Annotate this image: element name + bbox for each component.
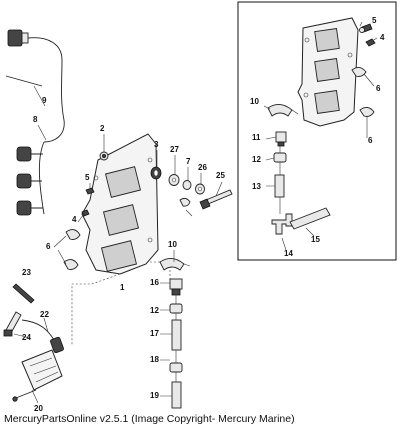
copyright-caption: MercuryPartsOnline v2.5.1 (Image Copyrig…	[4, 413, 295, 425]
clamp-6	[63, 229, 81, 270]
callout-6: 6	[46, 242, 51, 251]
washer-7	[182, 180, 192, 190]
fitting-16	[169, 278, 183, 296]
inset-callout-4: 4	[380, 33, 385, 42]
screw-23	[12, 283, 35, 304]
callout-10: 10	[168, 240, 177, 249]
callout-8: 8	[33, 115, 38, 124]
inset-callout-15: 15	[311, 235, 320, 244]
callout-1: 1	[120, 283, 125, 292]
fitting-19	[171, 381, 182, 409]
callout-25: 25	[216, 171, 225, 180]
spark-plug-24	[3, 311, 22, 337]
spacer-26	[195, 183, 205, 195]
inset-callout-14: 14	[284, 249, 293, 258]
callout-5: 5	[85, 173, 90, 182]
bolt-25	[199, 189, 233, 210]
callout-9: 9	[42, 96, 47, 105]
tie-strap-9	[5, 75, 43, 87]
callout-23: 23	[22, 268, 31, 277]
inset-hose-13	[274, 174, 285, 198]
inset-bracket-plate	[297, 17, 359, 127]
callout-2: 2	[100, 124, 105, 133]
inset-callout-11: 11	[252, 133, 261, 142]
callout-26: 26	[198, 163, 207, 172]
inset-screw-5	[359, 23, 373, 33]
clamp-18	[169, 362, 183, 373]
module-20	[12, 349, 63, 402]
grommet-3	[150, 166, 162, 180]
inset-clamp-6a	[351, 67, 367, 77]
wiring-harness-8	[7, 29, 65, 216]
ground-clip	[179, 197, 193, 217]
callout-7: 7	[186, 157, 191, 166]
callout-22: 22	[40, 310, 49, 319]
inset-hose-15	[289, 207, 331, 230]
inset-callout-5: 5	[372, 16, 377, 25]
callout-18: 18	[150, 355, 159, 364]
coil-bracket-plate-1	[81, 133, 159, 275]
callout-19: 19	[150, 391, 159, 400]
inset-callout-13: 13	[252, 182, 261, 191]
callout-4: 4	[72, 215, 77, 224]
plug-lead-22	[21, 319, 64, 354]
inset-tee-14	[271, 213, 293, 235]
clamp-12	[169, 303, 183, 314]
hose-clamp-10	[159, 258, 191, 271]
inset-clamp-12	[273, 152, 287, 163]
inset-clamp-6b	[359, 107, 375, 117]
callout-16: 16	[150, 278, 159, 287]
callout-17: 17	[150, 329, 159, 338]
inset-callout-6a: 6	[376, 84, 381, 93]
inset-callout-6b: 6	[368, 136, 373, 145]
inset-callout-12: 12	[252, 155, 261, 164]
callout-20: 20	[34, 404, 43, 413]
inset-callout-10: 10	[250, 97, 259, 106]
hose-17	[171, 319, 182, 351]
callout-24: 24	[22, 333, 31, 342]
stud-2	[99, 151, 109, 161]
callout-12: 12	[150, 306, 159, 315]
callout-3: 3	[154, 140, 159, 149]
washer-27	[168, 174, 180, 186]
inset-hose-clamp-10	[267, 104, 299, 117]
callout-27: 27	[170, 145, 179, 154]
